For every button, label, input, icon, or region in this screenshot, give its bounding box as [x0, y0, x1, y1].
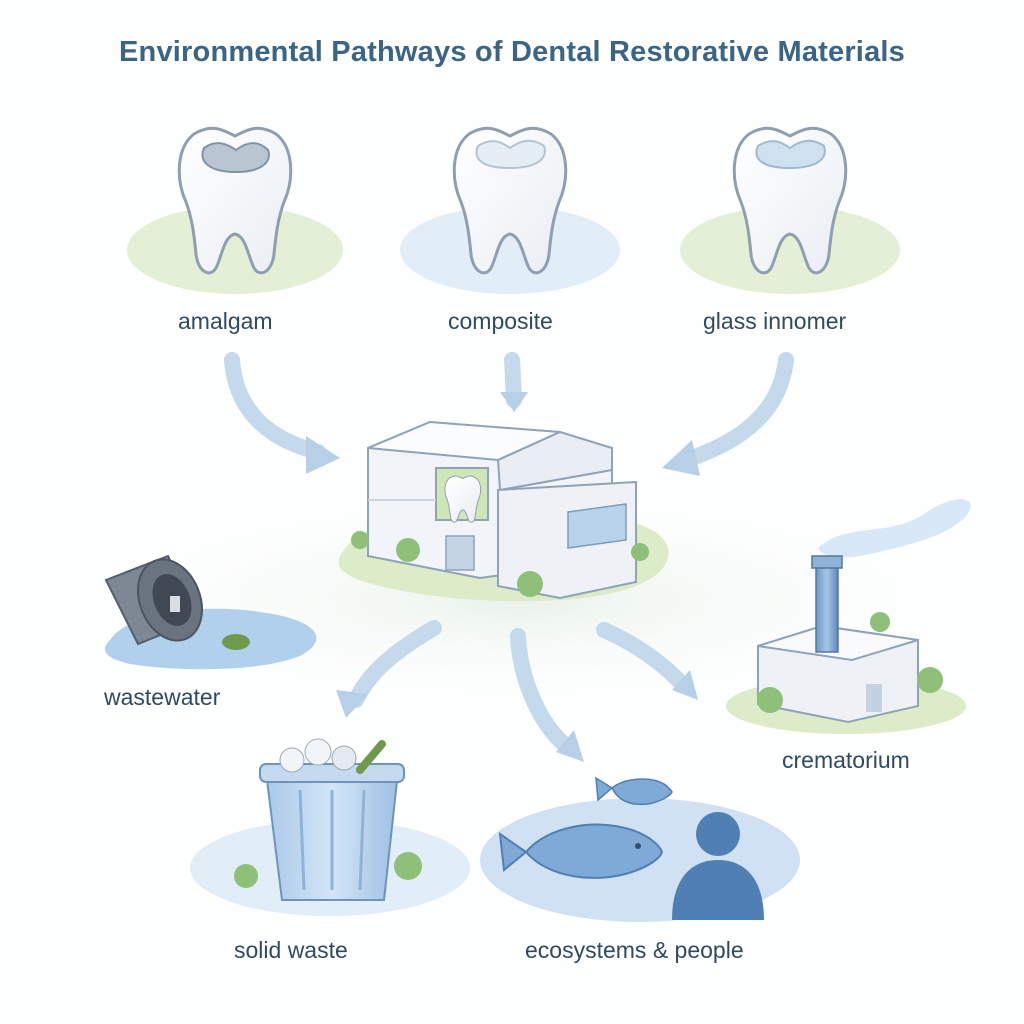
label-crematorium: crematorium: [782, 747, 910, 773]
label-solid-waste: solid waste: [234, 937, 348, 963]
output-arrows: [348, 620, 692, 754]
tooth-glass-ionomer-icon: [734, 128, 845, 273]
composite-backdrop: [400, 206, 620, 294]
drain-pipe-icon: [104, 554, 203, 646]
crematorium-chimney-icon: [757, 499, 971, 724]
output-arrowheads: [336, 670, 698, 762]
arrow-to-wastewater: [348, 620, 442, 708]
pollutant-blob: [222, 634, 250, 650]
label-ecosystems-people: ecosystems & people: [525, 937, 744, 963]
fish-and-person-icon: [498, 776, 764, 920]
arrow-to-crematorium: [596, 622, 692, 694]
trash-bin-icon: [234, 738, 422, 901]
dental-clinic-building-icon: [351, 420, 649, 600]
glass-ionomer-backdrop: [680, 206, 900, 294]
amalgam-backdrop: [127, 206, 343, 294]
arrow-to-ecosystems: [510, 628, 574, 754]
label-wastewater: wastewater: [104, 684, 221, 710]
arrow-glass-to-clinic: [684, 352, 794, 466]
tooth-amalgam-icon: [179, 128, 290, 273]
label-composite: composite: [448, 308, 553, 334]
tooth-composite-icon: [454, 128, 565, 273]
label-glass-innomer: glass innomer: [703, 308, 847, 334]
diagram-title: Environmental Pathways of Dental Restora…: [119, 36, 905, 68]
input-arrowheads: [306, 392, 700, 476]
label-amalgam: amalgam: [178, 308, 273, 334]
arrow-amalgam-to-clinic: [224, 352, 326, 460]
